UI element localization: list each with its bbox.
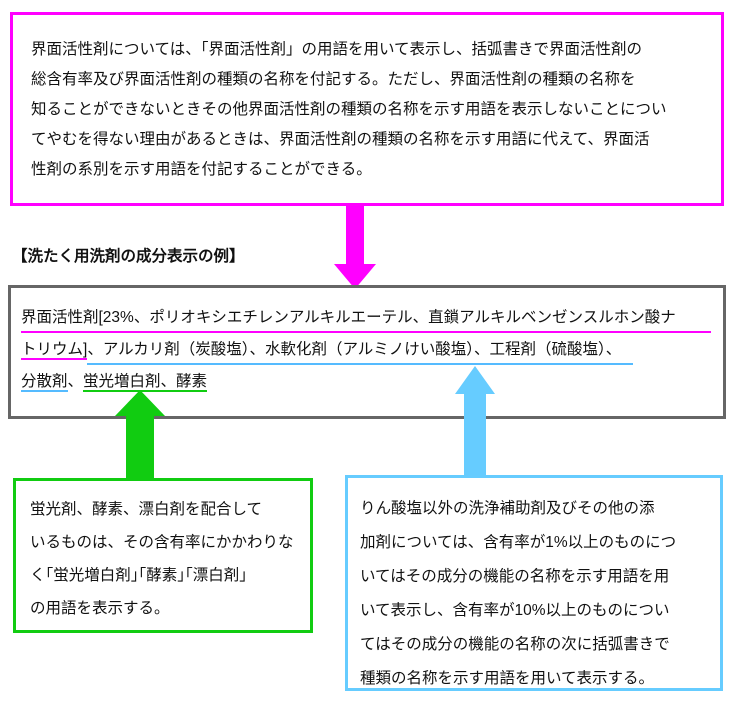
note-line: く｢蛍光増白剤｣｢酵素｣｢漂白剤｣	[30, 567, 248, 584]
blue-up-arrow-icon	[455, 366, 495, 475]
note-line: いて表示し、含有率が10%以上のものについ	[360, 602, 670, 619]
note-line: の用語を表示する。	[30, 600, 170, 617]
fluorescent-note-box: 蛍光剤、酵素、漂白剤を配合して いるものは、その含有率にかかわりな く｢蛍光増白…	[13, 478, 313, 633]
example-line-1: 界面活性剤[23%、ポリオキシエチレンアルキルエーテル、直鎖アルキルベンゼンスル…	[21, 305, 711, 333]
note-line: てはその成分の機能の名称の次に括弧書きで	[360, 636, 670, 653]
note-line: いるものは、その含有率にかかわりな	[30, 534, 294, 551]
note-line: 蛍光剤、酵素、漂白剤を配合して	[30, 501, 263, 518]
separator: 、	[67, 373, 84, 390]
additive-note-box: りん酸塩以外の洗浄補助剤及びその他の添 加剤については、含有率が1%以上のものに…	[345, 475, 723, 691]
note-line: 総含有率及び界面活性剤の種類の名称を付記する。ただし、界面活性剤の種類の名称を	[31, 71, 636, 88]
surfactant-note-box: 界面活性剤については、「界面活性剤」の用語を用いて表示し、括弧書きで界面活性剤の…	[10, 12, 724, 206]
example-fluorescent-enzyme: 蛍光増白剤、酵素	[83, 373, 208, 392]
note-line: いてはその成分の機能の名称を示す用語を用	[360, 568, 670, 585]
note-line: 知ることができないときその他界面活性剤の種類の名称を示す用語を表示しないことにつ…	[31, 101, 667, 118]
note-line: 加剤については、含有率が1%以上のものにつ	[360, 534, 677, 551]
example-dispersant: 分散剤	[21, 373, 68, 392]
example-surfactant-end: トリウム]	[21, 341, 88, 360]
note-line: 界面活性剤については、「界面活性剤」の用語を用いて表示し、括弧書きで界面活性剤の	[31, 41, 643, 58]
example-label-box: 界面活性剤[23%、ポリオキシエチレンアルキルエーテル、直鎖アルキルベンゼンスル…	[8, 285, 726, 419]
note-line: 性剤の系別を示す用語を付記することができる。	[31, 161, 372, 178]
magenta-down-arrow-icon	[334, 206, 376, 289]
note-line: 種類の名称を示す用語を用いて表示する。	[360, 670, 655, 687]
note-line: りん酸塩以外の洗浄補助剤及びその他の添	[360, 500, 655, 517]
green-up-arrow-icon	[115, 390, 165, 478]
example-line-2: 、アルカリ剤（炭酸塩）、水軟化剤（アルミノけい酸塩）、工程剤（硫酸塩）、	[87, 337, 634, 365]
example-heading: 【洗たく用洗剤の成分表示の例】	[12, 248, 245, 265]
note-line: てやむを得ない理由があるときは、界面活性剤の種類の名称を示す用語に代えて、界面活	[31, 131, 650, 148]
